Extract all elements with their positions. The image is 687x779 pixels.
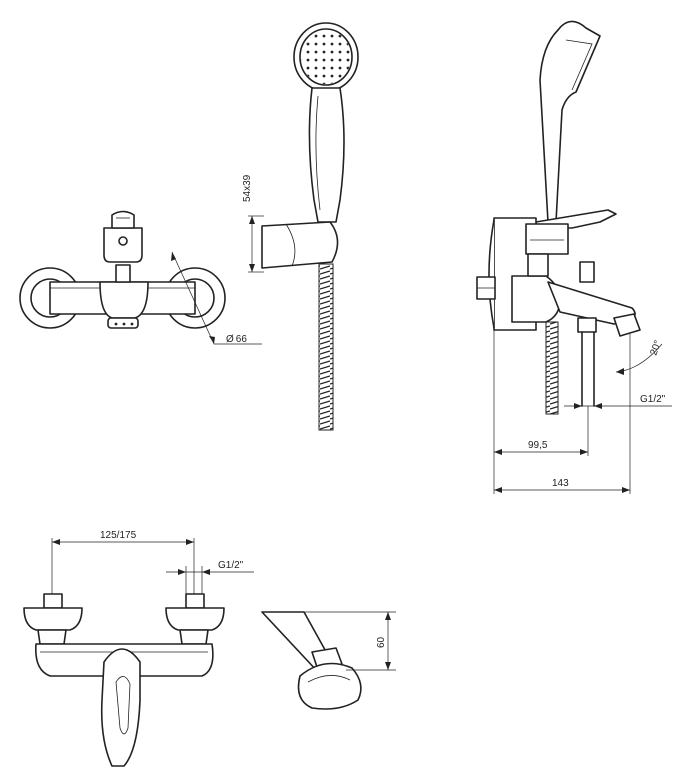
mixer-bottom-view: 125/175 G1/2": [23, 530, 254, 767]
projection-spout-label: 99,5: [528, 440, 548, 451]
spout-angle-label: 20°: [648, 339, 664, 357]
svg-text:Ø66: Ø66: [226, 334, 247, 345]
hand-shower-front-view: 54x39: [242, 22, 359, 431]
diameter-label: 66: [236, 334, 248, 345]
holder-size-label: 54x39: [242, 174, 253, 202]
thread-bottom-label: G1/2": [218, 560, 244, 571]
center-distance-label: 125/175: [100, 530, 137, 541]
mixer-side-view: 20° G1/2" 99,5 143: [476, 20, 672, 494]
thread-right-label: G1/2": [640, 394, 666, 405]
projection-total-label: 143: [552, 478, 569, 489]
diameter-symbol: Ø: [226, 334, 234, 345]
holder-height-label: 60: [376, 636, 387, 648]
holder-side-view: 60: [261, 611, 396, 710]
